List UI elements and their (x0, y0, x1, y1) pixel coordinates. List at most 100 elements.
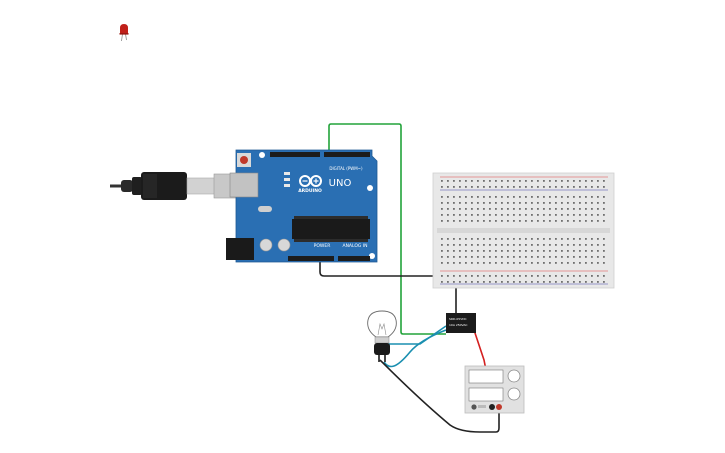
power-supply-icon[interactable] (464, 365, 525, 414)
breadboard-hole (561, 256, 563, 258)
breadboard-hole (477, 281, 479, 283)
breadboard-hole (489, 202, 491, 204)
breadboard-hole (549, 196, 551, 198)
breadboard-hole (441, 250, 443, 252)
breadboard-hole (495, 202, 497, 204)
breadboard-hole (579, 214, 581, 216)
breadboard-hole (555, 214, 557, 216)
breadboard-hole (543, 196, 545, 198)
breadboard-hole (501, 244, 503, 246)
breadboard-hole (519, 275, 521, 277)
breadboard-hole (471, 208, 473, 210)
breadboard-hole (525, 238, 527, 240)
wire-black-psu[interactable] (379, 359, 500, 433)
breadboard-hole (507, 186, 509, 188)
breadboard-hole (495, 220, 497, 222)
breadboard-hole (465, 214, 467, 216)
breadboard-hole (585, 250, 587, 252)
breadboard-hole (603, 281, 605, 283)
breadboard-hole (441, 262, 443, 264)
breadboard-hole (561, 186, 563, 188)
breadboard-hole (573, 262, 575, 264)
breadboard-hole (603, 220, 605, 222)
breadboard-hole (537, 220, 539, 222)
breadboard-hole (465, 208, 467, 210)
breadboard-hole (567, 250, 569, 252)
light-bulb-icon[interactable] (367, 310, 397, 362)
breadboard-hole (549, 186, 551, 188)
breadboard-hole (459, 202, 461, 204)
breadboard-hole (525, 186, 527, 188)
breadboard-hole (483, 256, 485, 258)
breadboard-hole (597, 202, 599, 204)
breadboard-hole (489, 208, 491, 210)
breadboard-hole (597, 244, 599, 246)
breadboard-hole (501, 180, 503, 182)
breadboard-hole (531, 202, 533, 204)
breadboard-hole (603, 250, 605, 252)
breadboard-hole (543, 214, 545, 216)
breadboard-hole (465, 220, 467, 222)
breadboard-hole (507, 202, 509, 204)
breadboard-hole (531, 262, 533, 264)
breadboard-hole (537, 275, 539, 277)
analog-label: ANALOG IN (342, 243, 367, 249)
breadboard-hole (537, 214, 539, 216)
arduino-model: UNO (329, 178, 352, 189)
breadboard-hole (471, 238, 473, 240)
breadboard-hole (579, 202, 581, 204)
breadboard-hole (597, 238, 599, 240)
breadboard-hole (561, 180, 563, 182)
breadboard-hole (549, 281, 551, 283)
breadboard-hole (519, 214, 521, 216)
breadboard-hole (549, 262, 551, 264)
breadboard-hole (489, 275, 491, 277)
breadboard-hole (555, 275, 557, 277)
breadboard-hole (573, 180, 575, 182)
breadboard-hole (603, 186, 605, 188)
usb-plug-icon[interactable] (110, 172, 245, 200)
wire-teal[interactable] (383, 329, 447, 368)
breadboard-hole (543, 238, 545, 240)
breadboard-hole (441, 256, 443, 258)
breadboard[interactable] (432, 172, 615, 289)
breadboard-hole (495, 250, 497, 252)
breadboard-hole (525, 202, 527, 204)
arduino-uno-board[interactable]: DIGITAL (PWM~) ARDUINO UNO POWER ANALOG … (226, 149, 378, 263)
breadboard-hole (591, 262, 593, 264)
breadboard-hole (465, 281, 467, 283)
led-icon[interactable] (119, 24, 129, 42)
breadboard-hole (465, 250, 467, 252)
breadboard-hole (471, 214, 473, 216)
breadboard-hole (555, 186, 557, 188)
breadboard-hole (531, 256, 533, 258)
breadboard-hole (519, 220, 521, 222)
breadboard-hole (567, 220, 569, 222)
breadboard-hole (483, 238, 485, 240)
breadboard-hole (483, 281, 485, 283)
breadboard-hole (447, 186, 449, 188)
breadboard-hole (501, 202, 503, 204)
breadboard-hole (561, 244, 563, 246)
breadboard-hole (543, 262, 545, 264)
breadboard-hole (471, 202, 473, 204)
breadboard-hole (591, 196, 593, 198)
breadboard-hole (459, 196, 461, 198)
breadboard-hole (441, 275, 443, 277)
breadboard-hole (489, 196, 491, 198)
breadboard-hole (453, 220, 455, 222)
breadboard-hole (507, 238, 509, 240)
breadboard-hole (447, 244, 449, 246)
wire-green[interactable] (328, 123, 446, 335)
breadboard-hole (495, 275, 497, 277)
breadboard-hole (543, 180, 545, 182)
breadboard-hole (441, 208, 443, 210)
breadboard-hole (489, 220, 491, 222)
wire-black-gnd[interactable] (319, 262, 456, 277)
relay-icon[interactable]: SRD-05VDC 10A 250VAC (446, 313, 476, 333)
breadboard-hole (573, 196, 575, 198)
breadboard-hole (519, 186, 521, 188)
breadboard-hole (567, 186, 569, 188)
breadboard-hole (561, 262, 563, 264)
